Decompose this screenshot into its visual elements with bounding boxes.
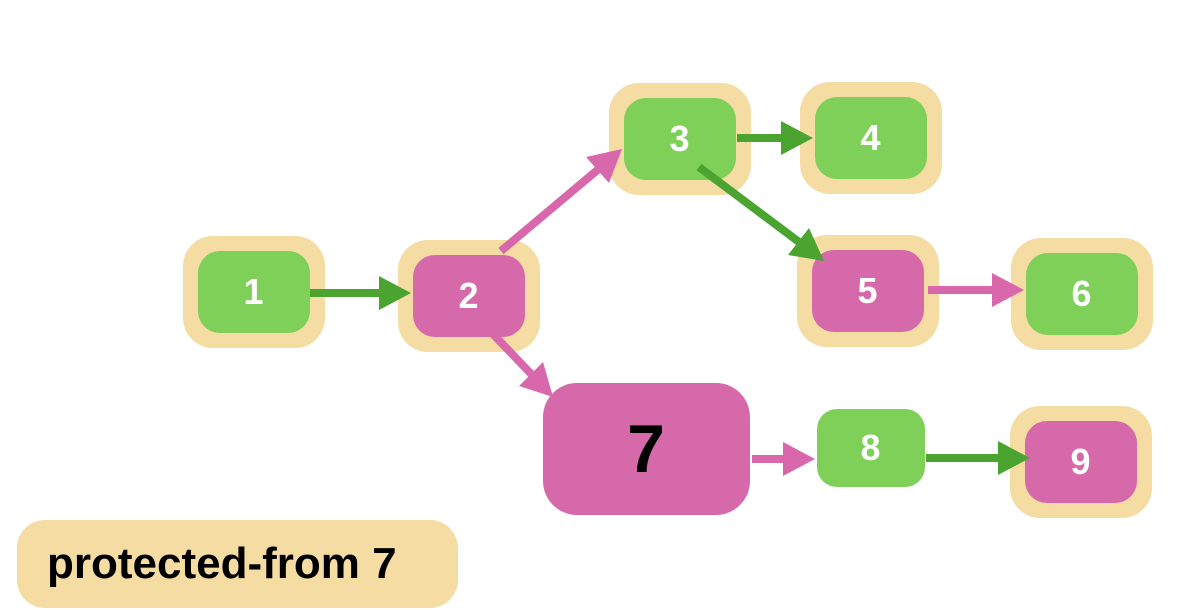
- node-8: 8: [817, 409, 925, 487]
- node-3-label: 3: [669, 118, 691, 159]
- node-5-protected-ring: 5: [797, 235, 939, 347]
- node-7: 7: [543, 383, 750, 515]
- edge-7-8-arrow: [752, 442, 815, 476]
- node-9-label: 9: [1070, 441, 1092, 482]
- node-5: 5: [812, 250, 924, 332]
- node-2-protected-ring: 2: [398, 240, 540, 352]
- edge-5-6-arrow: [928, 273, 1024, 307]
- node-9-protected-ring: 9: [1010, 406, 1152, 518]
- node-9: 9: [1025, 421, 1137, 503]
- node-6-label: 6: [1071, 273, 1093, 314]
- protected-from-badge-label: protected-from 7: [47, 539, 397, 588]
- node-2-label: 2: [458, 275, 480, 316]
- node-2: 2: [413, 255, 525, 337]
- edge-1-2-arrow: [310, 276, 411, 310]
- node-3: 3: [624, 98, 736, 180]
- node-1-protected-ring: 1: [183, 236, 325, 348]
- edge-2-3-arrow: [498, 149, 622, 255]
- node-4-label: 4: [860, 117, 882, 158]
- node-5-label: 5: [857, 270, 879, 311]
- node-4-protected-ring: 4: [800, 82, 942, 194]
- node-4: 4: [815, 97, 927, 179]
- node-1: 1: [198, 251, 310, 333]
- node-6-protected-ring: 6: [1011, 238, 1153, 350]
- node-7-label: 7: [627, 411, 666, 487]
- node-1-label: 1: [243, 271, 265, 312]
- protected-from-badge: protected-from 7: [17, 520, 458, 608]
- node-3-protected-ring: 3: [609, 83, 751, 195]
- node-8-label: 8: [860, 427, 882, 468]
- node-6: 6: [1026, 253, 1138, 335]
